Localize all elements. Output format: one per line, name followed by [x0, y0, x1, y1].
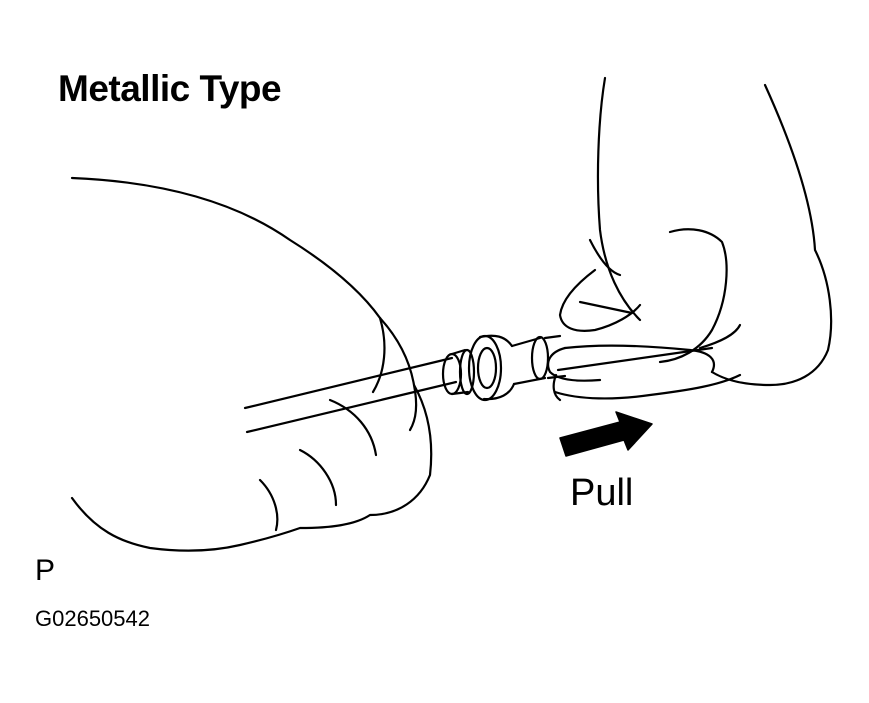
corner-letter: P [35, 554, 56, 587]
cable-rod [243, 356, 458, 434]
metallic-fitting [441, 334, 567, 402]
figure-title: Metallic Type [58, 68, 282, 109]
pull-arrow-icon [559, 411, 653, 457]
pull-label: Pull [570, 472, 634, 514]
right-hand [547, 76, 833, 402]
left-hand [70, 176, 433, 552]
figure-code: G02650542 [35, 606, 150, 631]
